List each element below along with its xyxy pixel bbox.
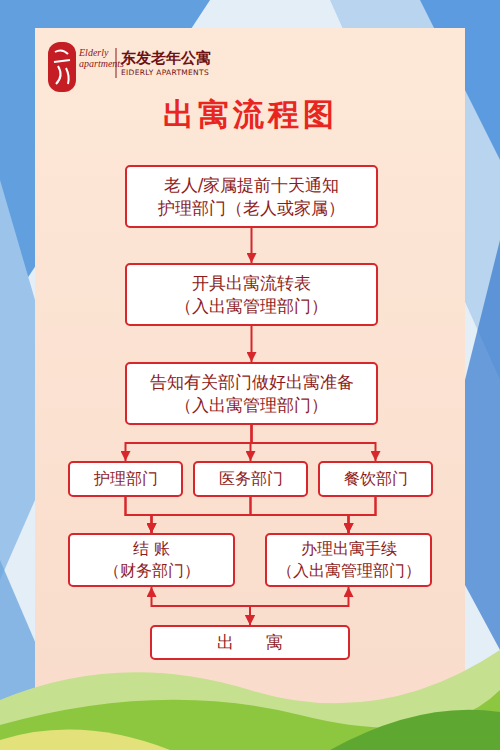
flow-arrow (126, 497, 349, 533)
box-text: 结 账 （财务部门） (96, 538, 208, 581)
flow-arrow (152, 497, 376, 533)
title: 出寓流程图 (0, 94, 500, 136)
box-text: 出 寓 (160, 631, 340, 654)
process-box: 告知有关部门做好出寓准备 （入出寓管理部门） (125, 362, 378, 425)
logo-name: 东发老年公寓 (121, 49, 231, 67)
process-box: 结 账 （财务部门） (68, 533, 235, 587)
flow-arrow (251, 497, 349, 533)
flow-arrow (251, 326, 253, 362)
process-box: 医务部门 (193, 461, 308, 497)
flow-arrow (152, 497, 251, 533)
flow-arrow (250, 587, 349, 625)
box-text: 老人/家属提前十天通知 护理部门（老人或家属） (137, 174, 367, 220)
flow-arrow (126, 497, 152, 533)
green-wave (0, 650, 500, 750)
flow-arrow (251, 425, 252, 461)
flow-arrow (152, 587, 251, 625)
logo-script: Elderly apartments (79, 48, 119, 69)
green-wave (0, 730, 170, 750)
process-box: 餐饮部门 (318, 461, 433, 497)
box-text: 办理出寓手续 （入出寓管理部门） (270, 538, 428, 581)
flow-arrow (126, 425, 252, 461)
green-wave (0, 690, 500, 750)
terminal-box: 出 寓 (150, 625, 350, 660)
box-text: 餐饮部门 (323, 468, 428, 490)
logo-mark (54, 50, 70, 84)
flow-arrow (252, 425, 376, 461)
flow-arrow (251, 228, 253, 263)
process-box: 老人/家属提前十天通知 护理部门（老人或家属） (125, 165, 378, 228)
box-text: 护理部门 (73, 468, 178, 490)
green-wave (330, 710, 500, 750)
flow-arrow (349, 497, 376, 533)
process-box: 办理出寓手续 （入出寓管理部门） (265, 533, 432, 587)
box-text: 告知有关部门做好出寓准备 （入出寓管理部门） (137, 371, 367, 417)
box-text: 医务部门 (198, 468, 303, 490)
process-box: 护理部门 (68, 461, 183, 497)
process-box: 开具出寓流转表 （入出寓管理部门） (125, 263, 378, 326)
logo-seal (48, 42, 76, 92)
logo-subtitle: EIDERLY APARTMENTS (121, 68, 241, 77)
box-text: 开具出寓流转表 （入出寓管理部门） (137, 272, 367, 318)
